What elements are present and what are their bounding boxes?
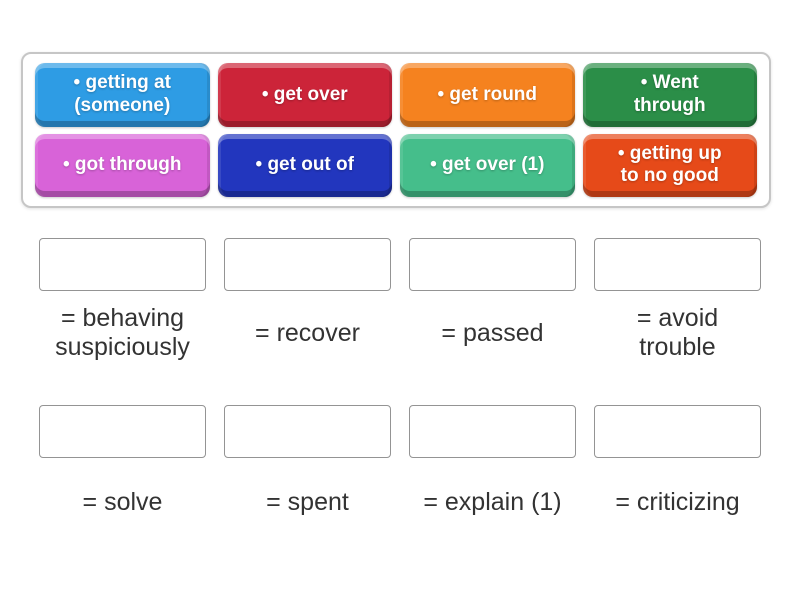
answer-drop-zone-recover[interactable] [224,238,391,291]
definition-label-behaving-suspiciously: = behaving suspiciously [55,304,190,361]
answer-drop-zone-spent[interactable] [224,405,391,458]
answer-drop-zone-solve[interactable] [39,405,206,458]
word-tile-label: • got through [63,154,182,176]
definition-row-1: = behaving suspiciously = recover = pass… [30,298,770,368]
word-bank-grid: • getting at (someone) • get over • get … [23,54,769,206]
word-tile-get-out-of[interactable]: • get out of [217,133,392,197]
word-tile-label: • get over [261,83,348,105]
definition-label-criticizing: = criticizing [615,487,740,516]
word-tile-getting-up-to-no-good[interactable]: • getting up to no good [582,133,757,197]
word-tile-went-through[interactable]: • Went through [582,63,757,127]
word-tile-label: • get round [437,83,538,105]
answer-drop-zone-passed[interactable] [409,238,576,291]
definition-label-passed: = passed [441,318,544,347]
drop-zone-row-1 [0,238,800,291]
word-tile-get-over-1[interactable]: • get over (1) [400,133,575,197]
word-tile-label: • getting up to no good [617,142,722,187]
word-tile-label: • get out of [255,154,354,176]
definition-label-solve: = solve [82,487,163,516]
word-tile-getting-at-someone[interactable]: • getting at (someone) [35,63,210,127]
word-bank-tray: • getting at (someone) • get over • get … [21,52,771,208]
definition-label-explain-1: = explain (1) [423,487,562,516]
definition-label-recover: = recover [255,318,360,347]
definition-label-spent: = spent [266,487,349,516]
definition-label-avoid-trouble: = avoid trouble [636,304,719,361]
word-tile-label: • Went through [633,72,706,116]
answer-drop-zone-avoid-trouble[interactable] [594,238,761,291]
answer-drop-zone-explain-1[interactable] [409,405,576,458]
answer-drop-zone-behaving-suspiciously[interactable] [39,238,206,291]
word-tile-label: • get over (1) [430,154,545,176]
word-tile-label: • getting at (someone) [73,72,171,116]
answer-drop-zone-criticizing[interactable] [594,405,761,458]
word-tile-get-over[interactable]: • get over [217,63,392,127]
word-tile-got-through[interactable]: • got through [35,133,210,197]
drop-zone-row-2 [0,405,800,458]
definition-row-2: = solve = spent = explain (1) = criticiz… [30,482,770,522]
word-tile-get-round[interactable]: • get round [400,63,575,127]
